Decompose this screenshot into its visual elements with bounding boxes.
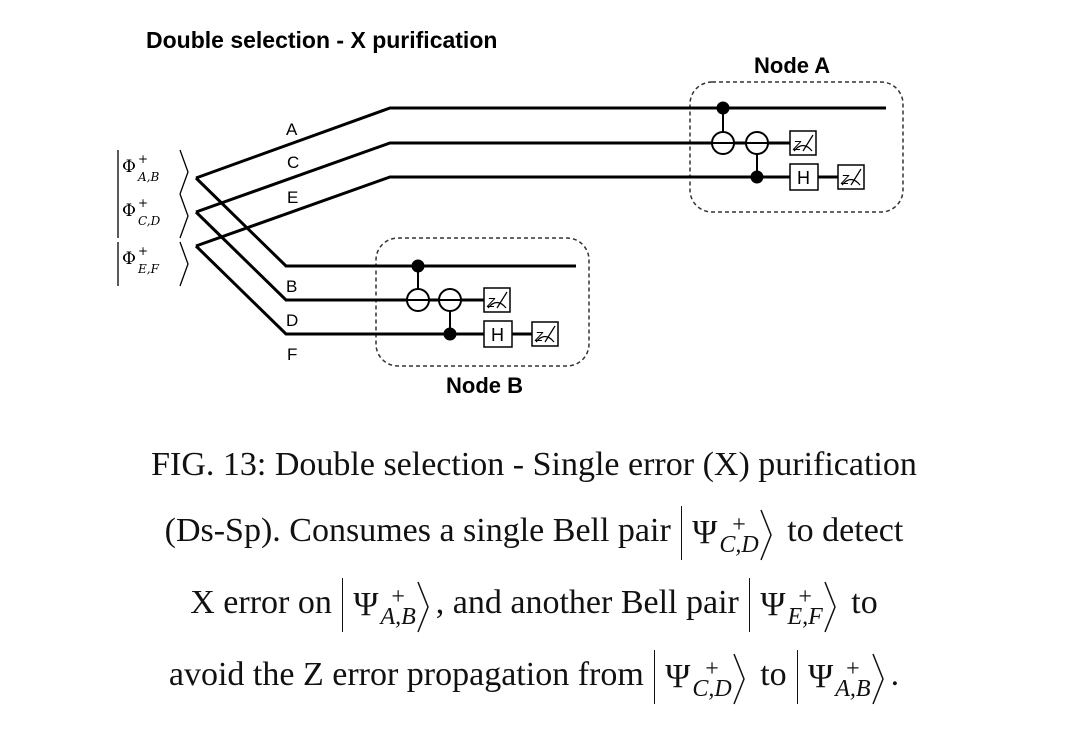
svg-text:+: + [138, 152, 148, 166]
wire-label-d: D [286, 311, 298, 330]
ket-psi-cd: Ψ+C,D [654, 650, 749, 705]
circuit-diagram: Double selection - X purification Node A… [117, 27, 904, 398]
svg-text:A,B: A,B [137, 170, 159, 184]
svg-text:Z: Z [534, 329, 544, 344]
wire-label-a: A [286, 120, 298, 139]
wire-label-c: C [287, 153, 299, 172]
svg-text:Z: Z [792, 138, 802, 153]
caption-line-2: (Ds-Sp). Consumes a single Bell pair Ψ+C… [20, 506, 1048, 578]
caption-line-3: X error on Ψ+A,B, and another Bell pair … [20, 578, 1048, 650]
node-a-label: Node A [754, 53, 830, 78]
wire-e [195, 175, 790, 248]
svg-text:E,F: E,F [137, 262, 160, 276]
ket-psi-ab: Ψ+A,B [797, 650, 888, 705]
caption-text: to [851, 583, 878, 621]
svg-text:Φ: Φ [122, 249, 136, 269]
svg-text:Z: Z [486, 295, 496, 310]
node-b-cnot-1 [406, 259, 430, 312]
figure-caption: FIG. 13: Double selection - Single error… [20, 448, 1048, 722]
node-b-box [375, 237, 590, 367]
node-b-measure-f: Z [531, 321, 559, 347]
svg-text:Φ: Φ [122, 157, 136, 177]
caption-text: to [760, 655, 787, 693]
node-b-label: Node B [446, 373, 523, 398]
node-b-cnot-2 [438, 288, 462, 341]
node-a-hadamard: H [789, 163, 819, 191]
wire-f [194, 244, 484, 336]
wire-c [195, 141, 790, 214]
node-b-hadamard: H [483, 320, 513, 348]
node-a-box [689, 81, 904, 213]
node-a-measure-e: Z [837, 164, 865, 190]
ket-psi-ef: Ψ+E,F [749, 578, 840, 633]
svg-text:+: + [138, 196, 148, 210]
node-a-cnot-1 [711, 101, 735, 155]
caption-text: (Ds-Sp). Consumes a single Bell pair [164, 511, 671, 549]
svg-text:Φ: Φ [122, 201, 136, 221]
caption-text: avoid the Z error propagation from [168, 655, 644, 693]
diagram-title: Double selection - X purification [146, 27, 497, 53]
caption-text: X error on [190, 583, 332, 621]
node-b-measure-d: Z [483, 287, 511, 313]
wire-label-b: B [286, 277, 297, 296]
bell-pair-cd: Φ + C,D [117, 193, 189, 239]
bell-pair-ab: Φ + A,B [117, 149, 189, 195]
caption-text: to detect [787, 511, 904, 549]
svg-text:H: H [797, 168, 810, 188]
svg-text:+: + [138, 244, 148, 258]
caption-text: , and another Bell pair [435, 583, 739, 621]
svg-text:C,D: C,D [138, 214, 161, 228]
wire-b [194, 176, 576, 268]
bell-pair-ef: Φ + E,F [117, 241, 189, 287]
node-a-measure-c: Z [789, 130, 817, 156]
caption-line-4: avoid the Z error propagation from Ψ+C,D… [20, 650, 1048, 722]
node-a-cnot-2 [745, 131, 769, 184]
caption-text: . [890, 655, 900, 693]
wire-label-e: E [287, 188, 298, 207]
ket-psi-ab: Ψ+A,B [342, 578, 433, 633]
svg-text:Z: Z [840, 172, 850, 187]
svg-text:H: H [491, 325, 504, 345]
ket-psi-cd: Ψ+C,D [681, 506, 776, 561]
caption-line-1: FIG. 13: Double selection - Single error… [151, 446, 917, 483]
wire-label-f: F [287, 345, 297, 364]
